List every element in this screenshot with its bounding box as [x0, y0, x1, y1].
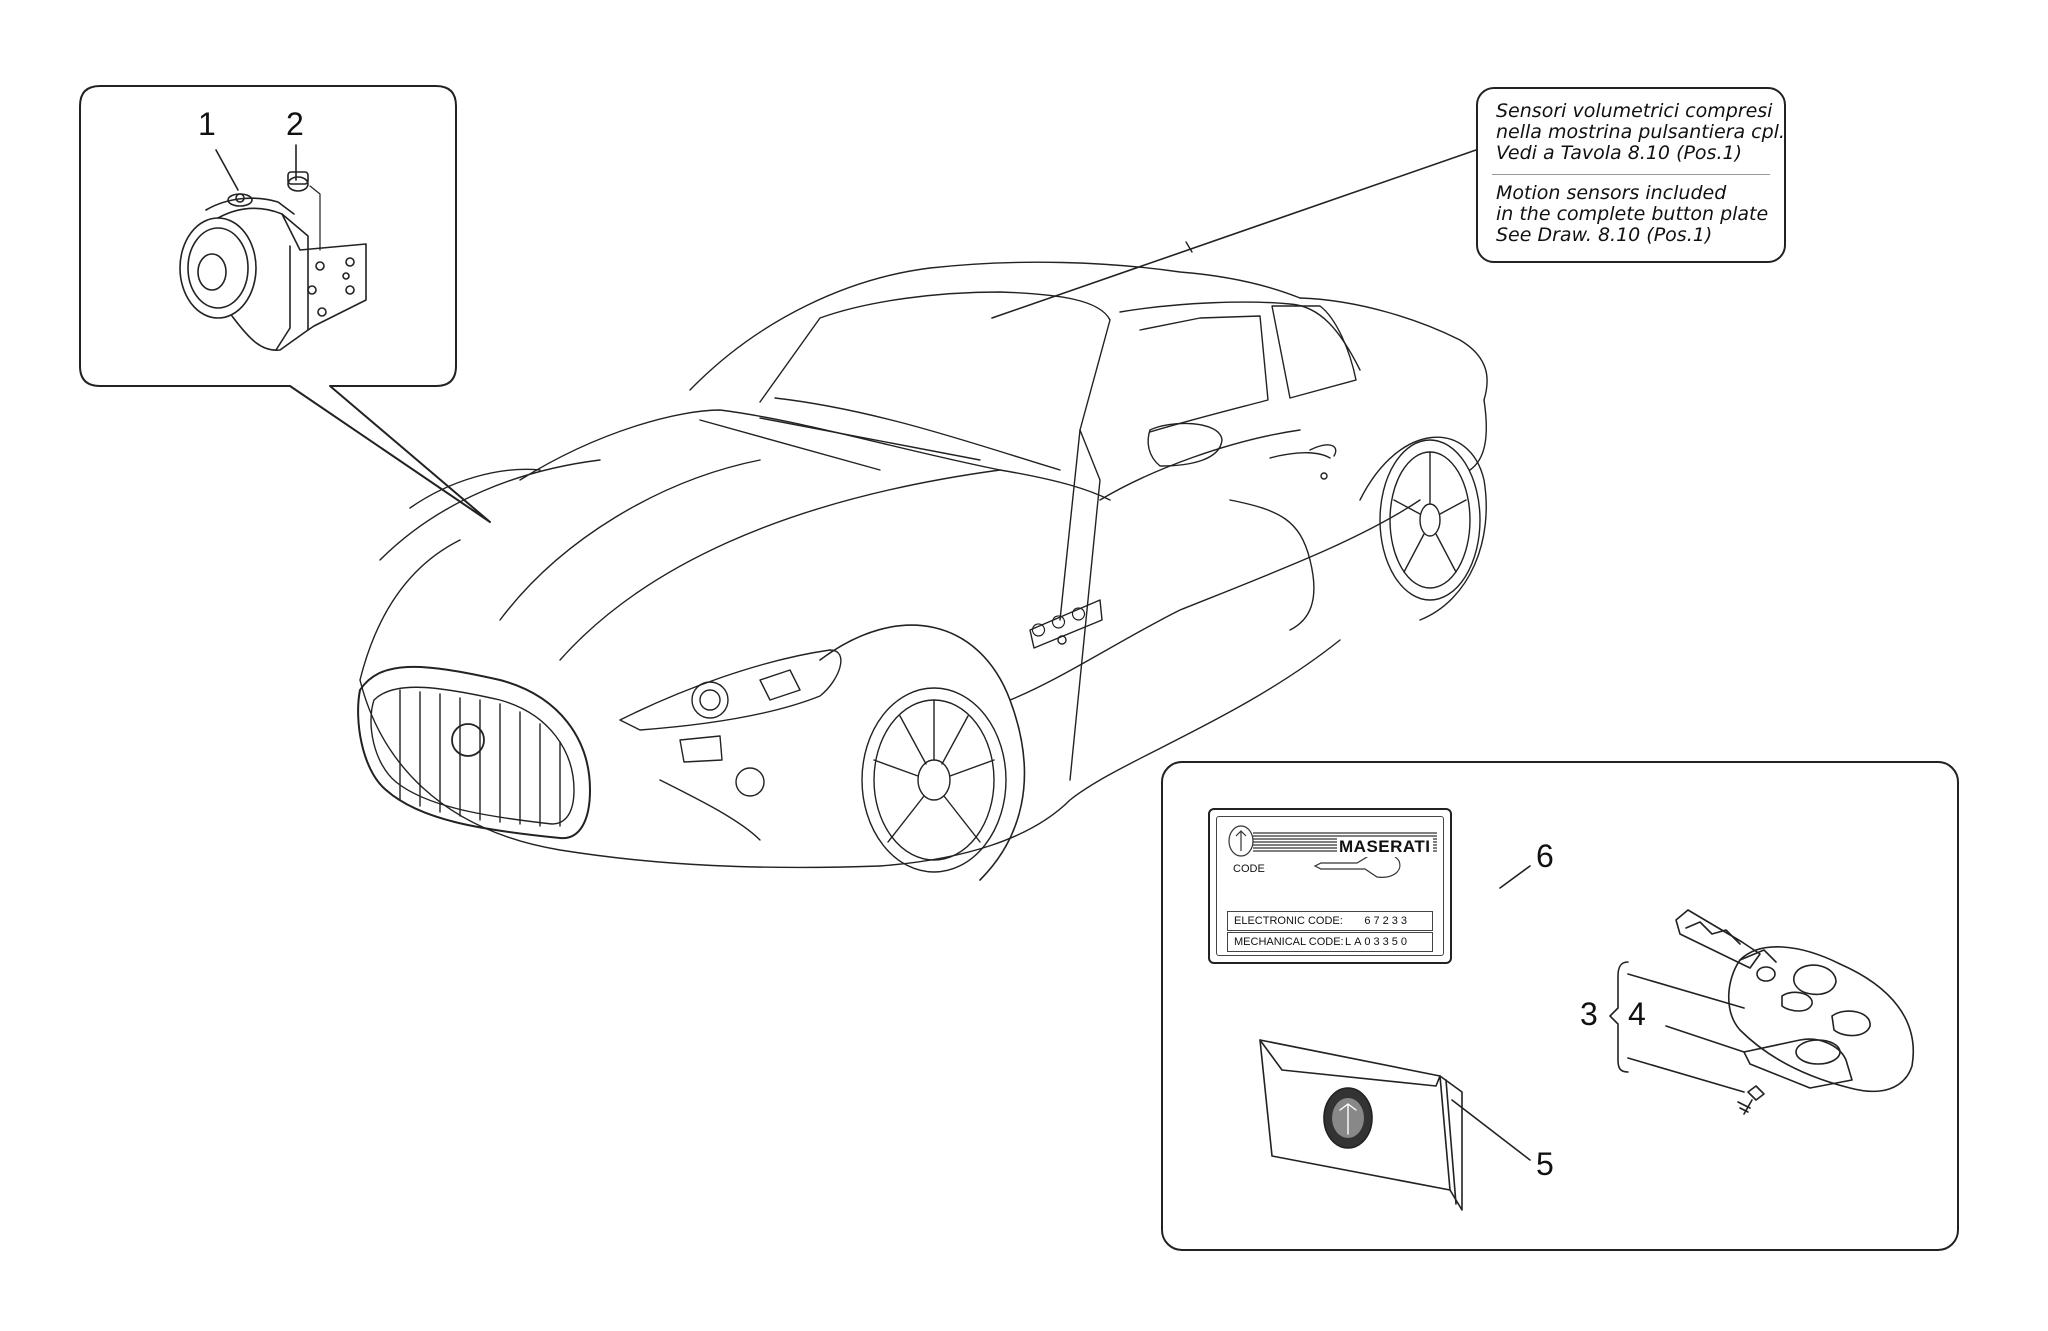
note-english: Motion sensors included in the complete …: [1496, 183, 1774, 246]
mechanical-code-row: MECHANICAL CODE: LA03350: [1227, 932, 1433, 952]
note-line: See Draw. 8.10 (Pos.1): [1496, 224, 1713, 246]
electronic-code-row: ELECTRONIC CODE: 67233: [1227, 911, 1433, 931]
note-line: nella mostrina pulsantiera cpl.: [1496, 121, 1785, 143]
part-number-3: 3: [1580, 996, 1598, 1032]
mechanical-code-key: MECHANICAL CODE:: [1234, 936, 1344, 948]
mechanical-code-value: LA03350: [1344, 936, 1410, 948]
electronic-code-key: ELECTRONIC CODE:: [1234, 915, 1343, 927]
part-number-2: 2: [286, 106, 304, 142]
accessories-inset: [1161, 761, 1959, 1251]
part-number-5: 5: [1536, 1146, 1554, 1182]
siren-icon: [179, 171, 367, 351]
key-code-card: MASERATI CODE ELECTRONIC CODE: 67233 MEC…: [1208, 808, 1452, 964]
card-code-caption: CODE: [1233, 863, 1265, 875]
pouch-icon: [1259, 1039, 1531, 1211]
remote-key-icon: [1609, 909, 1914, 1115]
note-divider: [1492, 174, 1770, 175]
note-line: Motion sensors included: [1496, 182, 1727, 204]
motion-sensor-note: Sensori volumetrici compresi nella mostr…: [1476, 87, 1786, 263]
electronic-code-value: 67233: [1364, 915, 1410, 927]
note-line: Vedi a Tavola 8.10 (Pos.1): [1496, 142, 1742, 164]
part-number-6: 6: [1536, 838, 1554, 874]
note-italian: Sensori volumetrici compresi nella mostr…: [1496, 100, 1785, 164]
card-brand: MASERATI: [1337, 837, 1433, 857]
part-number-1: 1: [198, 106, 216, 142]
note-line: Sensori volumetrici compresi: [1496, 100, 1773, 122]
note-line: in the complete button plate: [1496, 203, 1769, 225]
part-number-4: 4: [1628, 996, 1646, 1032]
car-illustration: [357, 241, 1488, 881]
siren-inset: [79, 85, 491, 523]
